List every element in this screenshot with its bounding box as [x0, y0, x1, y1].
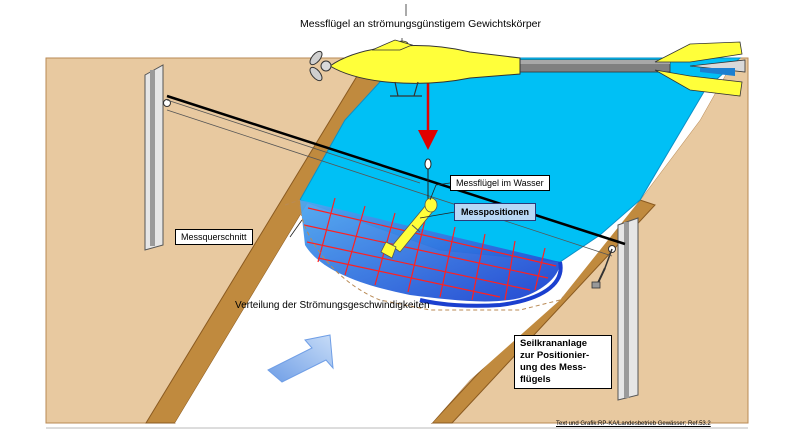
cableway-line-1: Seilkrananlage [520, 338, 588, 349]
label-cross-section: Messquerschnitt [175, 229, 253, 245]
diagram-title: Messflügel an strömungsgünstigem Gewicht… [300, 18, 542, 30]
label-cableway: Seilkrananlage zur Positionier- ung des … [514, 335, 612, 389]
left-post [144, 64, 171, 251]
cableway-line-4: flügels [520, 374, 551, 385]
hanger-ring [424, 158, 432, 170]
velocity-profile [300, 200, 560, 302]
credit-text: Text und Grafik:RP-KA/Landesbetrieb Gewä… [556, 421, 711, 427]
right-post [591, 217, 639, 401]
label-velocity-distribution: Verteilung der Strömungsgeschwindigkeite… [235, 300, 430, 311]
measurement-grid [303, 197, 557, 301]
cableway-line-3: ung des Mess- [520, 362, 586, 373]
cross-section-outline [284, 199, 581, 311]
submerged-meter [380, 197, 438, 259]
label-measurement-positions: Messpositionen [454, 203, 537, 221]
cables [166, 94, 626, 257]
label-meter-in-water: Messflügel im Wasser [450, 175, 550, 191]
leader-lines [289, 182, 456, 238]
profile-bottom [419, 261, 563, 308]
cableway-line-2: zur Positionier- [520, 350, 590, 361]
current-meter-large [309, 38, 746, 97]
flow-direction-arrow [267, 334, 334, 383]
